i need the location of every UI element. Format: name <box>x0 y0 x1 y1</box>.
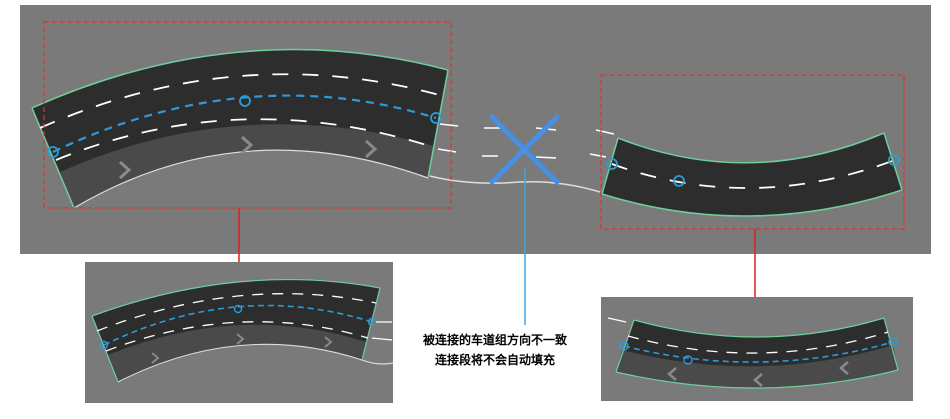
chevron-right-icon <box>119 160 132 180</box>
left-inset-centerline <box>103 304 373 346</box>
left-inset-lane-dash-1 <box>96 293 377 332</box>
right-road-left-end <box>601 137 619 195</box>
right-inset <box>601 297 913 401</box>
left-inset-bottom-edge <box>117 343 363 383</box>
left-highlight-box <box>43 21 452 209</box>
right-inset-shoulder <box>616 345 898 389</box>
left-road-right-end <box>427 69 449 179</box>
left-road-group <box>31 48 601 209</box>
right-inset-centerline <box>623 341 894 363</box>
left-road-top-edge <box>31 48 449 109</box>
control-point-icon[interactable] <box>47 146 59 158</box>
left-road-lane-dash-2 <box>55 118 437 161</box>
left-road-dash-tail-2 <box>437 148 457 153</box>
right-inset-bottom-edge <box>615 369 899 389</box>
control-point-icon[interactable] <box>888 154 900 166</box>
right-road-lane-dash <box>611 159 896 189</box>
chevron-left-icon <box>839 361 849 375</box>
left-road-dash-tail <box>439 123 459 127</box>
left-inset-right-end <box>361 287 381 361</box>
left-inset-dash-tail <box>371 321 393 341</box>
cross-icon <box>489 114 560 185</box>
control-point-icon[interactable] <box>99 340 109 350</box>
right-inset-top-edge <box>633 317 885 338</box>
control-point-icon[interactable] <box>888 337 898 347</box>
chevron-left-icon <box>753 373 763 387</box>
left-inset-tail-line <box>361 359 394 365</box>
left-road-shoulder <box>60 124 434 208</box>
chevron-right-icon <box>365 139 378 159</box>
right-inset-lane-dash <box>627 331 889 354</box>
chevron-right-icon <box>241 135 254 155</box>
left-inset-shoulder <box>108 324 366 382</box>
chevron-right-icon <box>151 352 160 364</box>
caption-line-2: 连接段将不会自动填充 <box>434 353 555 367</box>
left-road-tail-line <box>429 175 601 193</box>
right-road-top-edge <box>617 132 885 164</box>
control-point-icon[interactable] <box>430 112 442 124</box>
right-inset-right-end <box>883 317 899 371</box>
right-road-right-end <box>883 132 903 191</box>
control-point-icon[interactable] <box>619 341 629 351</box>
right-road-body <box>602 133 902 217</box>
left-inset <box>85 262 394 403</box>
control-point-icon[interactable] <box>367 317 377 327</box>
middle-dash-2 <box>482 155 557 159</box>
chevron-right-icon <box>236 333 245 345</box>
left-inset-top-edge <box>91 278 381 317</box>
caption: 被连接的车道组方向不一致 连接段将不会自动填充 <box>400 330 590 370</box>
control-point-icon[interactable] <box>233 304 243 314</box>
right-road-group <box>589 129 903 217</box>
control-point-icon[interactable] <box>239 95 251 107</box>
control-point-icon[interactable] <box>673 175 685 187</box>
left-road-left-end <box>31 107 75 209</box>
chevron-right-icon <box>324 336 333 348</box>
right-road-dash-tail-2 <box>589 153 607 158</box>
right-road-bottom-edge <box>601 189 903 217</box>
right-highlight-box <box>600 74 905 230</box>
right-road-dash-tail <box>595 129 615 135</box>
control-point-icon[interactable] <box>683 355 693 365</box>
left-road-centerline <box>52 94 437 153</box>
caption-line-1: 被连接的车道组方向不一致 <box>422 333 567 347</box>
right-inset-dash-tail <box>607 317 627 323</box>
control-point-icon[interactable] <box>606 158 618 170</box>
chevron-left-icon <box>667 367 677 381</box>
